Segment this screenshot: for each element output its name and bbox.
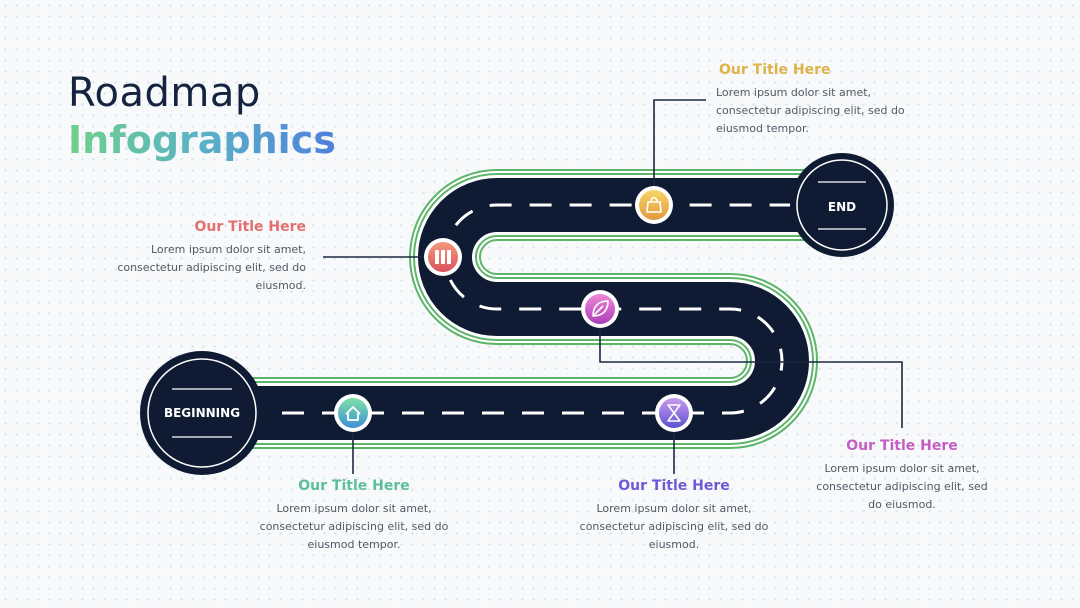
milestone-text-1: Lorem ipsum dolor sit amet, consectetur … (259, 502, 449, 551)
milestone-marker-2 (424, 238, 462, 276)
hourglass-icon (667, 404, 681, 422)
milestone-marker-1 (334, 394, 372, 432)
home-icon (345, 406, 361, 421)
end-marker: END (790, 153, 894, 257)
milestone-title-3: Our Title Here (846, 438, 958, 454)
leaf-icon (592, 300, 609, 317)
milestone-marker-3 (581, 290, 619, 328)
milestone-title-4: Our Title Here (618, 478, 730, 494)
milestone-card-3: Our Title Here Lorem ipsum dolor sit ame… (812, 438, 992, 514)
milestone-card-1: Our Title Here Lorem ipsum dolor sit ame… (254, 478, 454, 554)
milestone-card-5: Our Title Here Lorem ipsum dolor sit ame… (716, 62, 936, 138)
milestone-title-2: Our Title Here (194, 219, 306, 235)
book-icon (435, 250, 451, 264)
end-label: END (828, 200, 856, 214)
milestone-text-4: Lorem ipsum dolor sit amet, consectetur … (579, 502, 769, 551)
connector-line-5 (653, 99, 706, 188)
milestone-card-4: Our Title Here Lorem ipsum dolor sit ame… (574, 478, 774, 554)
milestone-title-1: Our Title Here (298, 478, 410, 494)
milestone-marker-5 (635, 186, 673, 224)
milestone-title-5: Our Title Here (719, 62, 831, 78)
beginning-marker: BEGINNING (140, 351, 264, 475)
title-roadmap: Roadmap (68, 70, 261, 116)
milestone-card-2: Our Title Here Lorem ipsum dolor sit ame… (94, 219, 306, 295)
milestone-text-5: Lorem ipsum dolor sit amet, consectetur … (716, 86, 905, 135)
bag-icon (646, 196, 662, 213)
connector-line-3 (599, 326, 903, 428)
connector-lines (323, 99, 903, 474)
milestone-text-3: Lorem ipsum dolor sit amet, consectetur … (816, 462, 988, 511)
beginning-label: BEGINNING (164, 406, 240, 420)
milestone-marker-4 (655, 394, 693, 432)
milestone-text-2: Lorem ipsum dolor sit amet, consectetur … (117, 243, 306, 292)
title-infographics: Infographics (68, 118, 336, 162)
